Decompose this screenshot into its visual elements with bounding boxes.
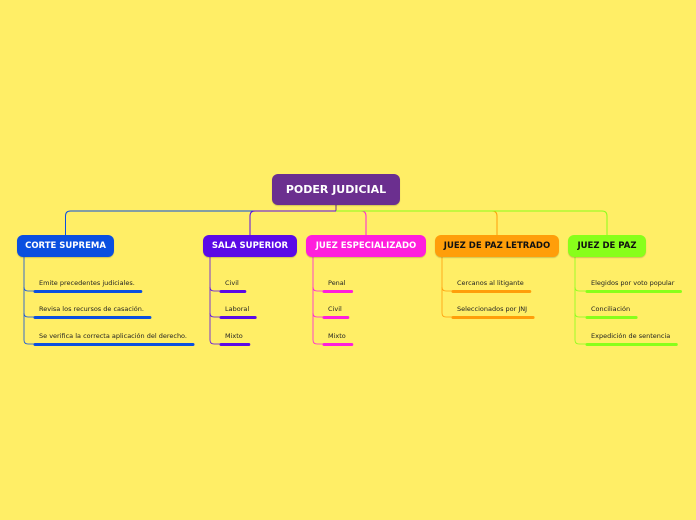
child-connector-line xyxy=(312,312,324,318)
branch-node-juez-de-paz[interactable]: JUEZ DE PAZ xyxy=(568,235,646,257)
leaf-node-label[interactable]: Revisa los recursos de casación. xyxy=(39,305,144,313)
branch-label: JUEZ DE PAZ xyxy=(577,241,637,251)
branch-connector-line xyxy=(249,210,336,235)
branch-node-sala-superior[interactable]: SALA SUPERIOR xyxy=(203,235,297,257)
leaf-node-label[interactable]: Seleccionados por JNJ xyxy=(457,305,528,313)
leaf-node-label[interactable]: Cercanos al litigante xyxy=(457,279,524,287)
leaf-node-label[interactable]: Civil xyxy=(225,279,239,287)
child-spine-line xyxy=(209,257,221,345)
branch-connector-line xyxy=(336,210,367,235)
child-connector-line xyxy=(23,286,35,292)
child-connector-line xyxy=(574,286,587,292)
branch-connector-line xyxy=(336,210,608,235)
leaf-node-label[interactable]: Elegidos por voto popular xyxy=(591,279,675,287)
child-connector-line xyxy=(574,312,587,318)
leaf-node-label[interactable]: Se verifica la correcta aplicación del d… xyxy=(39,332,187,340)
root-label: PODER JUDICIAL xyxy=(285,183,387,196)
child-spine-line xyxy=(23,257,35,345)
child-spine-line xyxy=(312,257,324,345)
child-connector-line xyxy=(441,286,453,292)
child-spine-line xyxy=(574,257,587,345)
leaf-node-label[interactable]: Laboral xyxy=(225,305,250,313)
branch-label: JUEZ ESPECIALIZADO xyxy=(315,241,417,251)
child-connector-line xyxy=(209,312,221,318)
branch-label: CORTE SUPREMA xyxy=(25,241,106,251)
root-node-poder-judicial[interactable]: PODER JUDICIAL xyxy=(272,174,400,205)
branch-label: SALA SUPERIOR xyxy=(211,241,289,251)
leaf-node-label[interactable]: Mixto xyxy=(225,332,243,340)
branch-node-corte-suprema[interactable]: CORTE SUPREMA xyxy=(17,235,114,257)
leaf-node-label[interactable]: Emite precedentes judiciales. xyxy=(39,279,135,287)
branch-connector-line xyxy=(336,210,498,235)
leaf-node-label[interactable]: Mixto xyxy=(328,332,346,340)
leaf-node-label[interactable]: Civil xyxy=(328,305,342,313)
child-connector-line xyxy=(209,286,221,292)
branch-node-juez-especializado[interactable]: JUEZ ESPECIALIZADO xyxy=(306,235,426,257)
leaf-node-label[interactable]: Conciliación xyxy=(591,305,631,313)
branch-node-juez-de-paz-letrado[interactable]: JUEZ DE PAZ LETRADO xyxy=(435,235,559,257)
branch-connector-line xyxy=(65,210,336,235)
child-connector-line xyxy=(312,286,324,292)
leaf-node-label[interactable]: Penal xyxy=(328,279,346,287)
leaf-node-label[interactable]: Expedición de sentencia xyxy=(591,332,671,340)
child-spine-line xyxy=(441,257,453,318)
branch-label: JUEZ DE PAZ LETRADO xyxy=(443,241,551,251)
child-connector-line xyxy=(23,312,35,318)
